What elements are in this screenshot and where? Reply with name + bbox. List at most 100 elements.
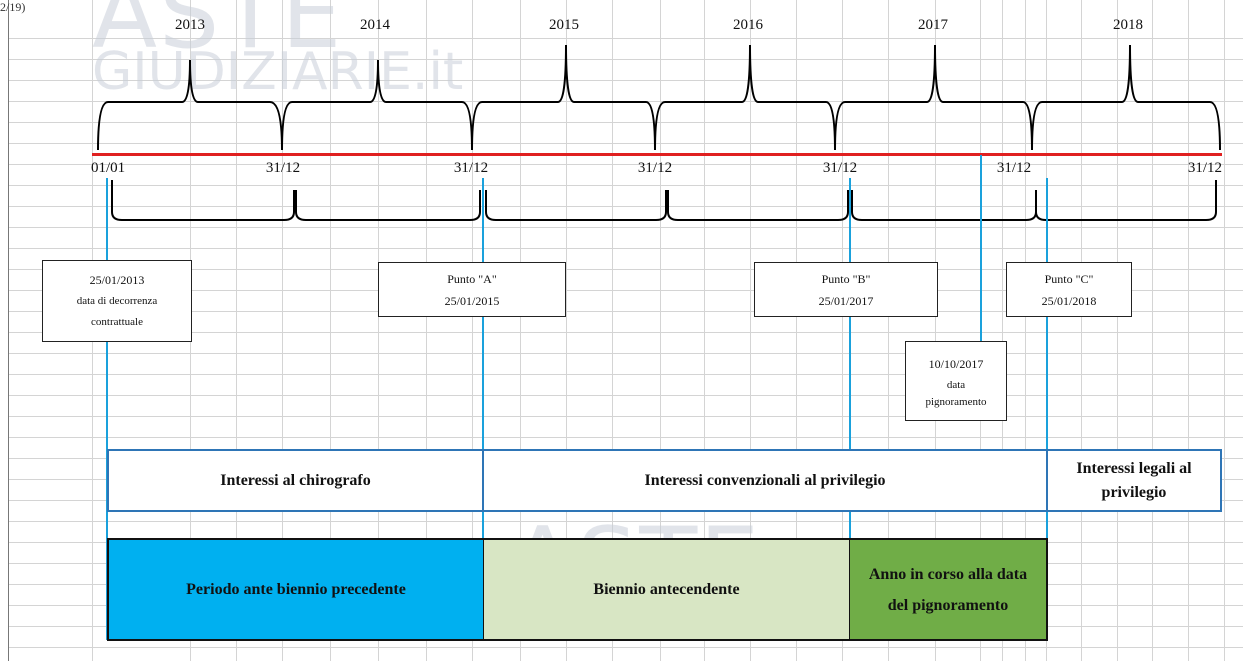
year-label-2015: 2015 xyxy=(549,17,579,33)
page-corner-text: 2/19) xyxy=(0,0,26,14)
axis-date-end-2015: 31/12 xyxy=(637,160,673,176)
grid-column-line xyxy=(935,0,936,661)
year-label-2016: 2016 xyxy=(733,17,763,33)
grid-row-line xyxy=(8,290,1243,291)
grid-column-line xyxy=(1025,0,1026,661)
grid-row-line xyxy=(8,311,1243,312)
grid-row-line xyxy=(8,143,1243,144)
grid-column-line xyxy=(520,0,521,661)
grid-column-line xyxy=(1002,0,1003,661)
axis-date-end-2018: 31/12 xyxy=(1187,160,1222,176)
callout-punto-b-title: Punto "B" xyxy=(821,271,871,286)
grid-column-line xyxy=(566,0,567,661)
axis-date-end-2016: 31/12 xyxy=(822,160,858,176)
grid-row-line xyxy=(8,164,1243,165)
callout-punto-a-title: Punto "A" xyxy=(447,271,497,286)
grid-row-line xyxy=(8,248,1243,249)
lower-bracket-2014 xyxy=(295,190,481,221)
marker-line-punto-a xyxy=(482,178,484,640)
grid-column-line xyxy=(1152,0,1153,661)
callout-decorrenza: 25/01/2013 data di decorrenza contrattua… xyxy=(42,260,192,342)
callout-punto-b: Punto "B" 25/01/2017 xyxy=(754,262,938,317)
axis-date-end-2013: 31/12 xyxy=(265,160,301,176)
marker-line-pignoramento xyxy=(980,155,982,343)
grid-column-line xyxy=(612,0,613,661)
lower-bracket-2015 xyxy=(485,190,667,221)
lower-bracket-2018 xyxy=(1035,180,1217,221)
period-anno-in-corso: Anno in corso alla data del pignoramento xyxy=(850,538,1048,641)
grid-column-line xyxy=(426,0,427,661)
grid-row-line xyxy=(8,416,1243,417)
lower-bracket-2017 xyxy=(851,190,1037,221)
timeline-axis xyxy=(92,153,1222,156)
callout-punto-c-date: 25/01/2018 xyxy=(1041,293,1097,308)
grid-column-line xyxy=(282,0,283,661)
year-label-2017: 2017 xyxy=(918,17,948,33)
marker-line-punto-c xyxy=(1046,178,1048,640)
grid-column-line xyxy=(704,0,705,661)
sheet-left-border xyxy=(8,0,9,661)
axis-date-start: 01/01 xyxy=(91,160,126,176)
grid-row-line xyxy=(8,269,1243,270)
upper-brace-2015 xyxy=(471,44,656,151)
band-interessi-convenzionali: Interessi convenzionali al privilegio xyxy=(484,449,1048,512)
callout-punto-a-date: 25/01/2015 xyxy=(444,293,500,308)
marker-line-decorrenza xyxy=(106,178,108,640)
grid-row-line xyxy=(8,227,1243,228)
grid-row-line xyxy=(8,374,1243,375)
callout-punto-a: Punto "A" 25/01/2015 xyxy=(378,262,566,317)
period-ante-biennio: Periodo ante biennio precedente xyxy=(107,538,485,641)
grid-row-line xyxy=(8,185,1243,186)
grid-column-line xyxy=(1117,0,1118,661)
callout-pignoramento-line1: data xyxy=(946,379,966,391)
callout-decorrenza-line2: contrattuale xyxy=(91,315,143,328)
period-biennio: Biennio antecendente xyxy=(484,538,851,641)
callout-pignoramento-date: 10/10/2017 xyxy=(928,357,984,371)
upper-brace-2014 xyxy=(281,59,473,151)
upper-brace-2017 xyxy=(834,44,1033,151)
upper-brace-2016 xyxy=(654,44,836,151)
lower-bracket-2013 xyxy=(111,180,295,221)
grid-row-line xyxy=(8,353,1243,354)
grid-row-line xyxy=(8,38,1243,39)
axis-date-end-2014: 31/12 xyxy=(453,160,489,176)
grid-row-line xyxy=(8,206,1243,207)
callout-decorrenza-date: 25/01/2013 xyxy=(89,272,145,287)
upper-brace-2018 xyxy=(1031,44,1221,151)
grid-column-line xyxy=(888,0,889,661)
grid-row-line xyxy=(8,521,1243,522)
grid-row-line xyxy=(8,395,1243,396)
band-interessi-chirografo: Interessi al chirografo xyxy=(107,449,484,512)
year-label-2013: 2013 xyxy=(175,17,205,33)
callout-punto-c: Punto "C" 25/01/2018 xyxy=(1006,262,1132,317)
callout-pignoramento: 10/10/2017 data pignoramento xyxy=(905,341,1007,421)
grid-column-line xyxy=(660,0,661,661)
grid-column-line xyxy=(750,0,751,661)
upper-brace-2013 xyxy=(97,59,283,151)
callout-punto-b-date: 25/01/2017 xyxy=(818,293,874,308)
axis-date-end-2017: 31/12 xyxy=(996,160,1032,176)
lower-bracket-2016 xyxy=(667,190,849,221)
year-label-2018: 2018 xyxy=(1113,17,1143,33)
callout-decorrenza-line1: data di decorrenza xyxy=(76,294,158,307)
grid-row-line xyxy=(8,437,1243,438)
year-label-2014: 2014 xyxy=(360,17,390,33)
grid-column-line xyxy=(1188,0,1189,661)
callout-punto-c-title: Punto "C" xyxy=(1044,271,1094,286)
grid-column-line xyxy=(1224,0,1225,661)
grid-column-line xyxy=(842,0,843,661)
grid-row-line xyxy=(8,59,1243,60)
grid-row-line xyxy=(8,332,1243,333)
band-interessi-legali: Interessi legali al privilegio xyxy=(1048,449,1222,512)
marker-line-punto-b xyxy=(849,178,851,640)
grid-row-line xyxy=(8,80,1243,81)
grid-column-line xyxy=(378,0,379,661)
callout-pignoramento-line2: pignoramento xyxy=(925,396,987,408)
grid-row-line xyxy=(8,122,1243,123)
grid-column-line xyxy=(236,0,237,661)
grid-column-line xyxy=(330,0,331,661)
grid-row-line xyxy=(8,647,1243,648)
grid-column-line xyxy=(472,0,473,661)
